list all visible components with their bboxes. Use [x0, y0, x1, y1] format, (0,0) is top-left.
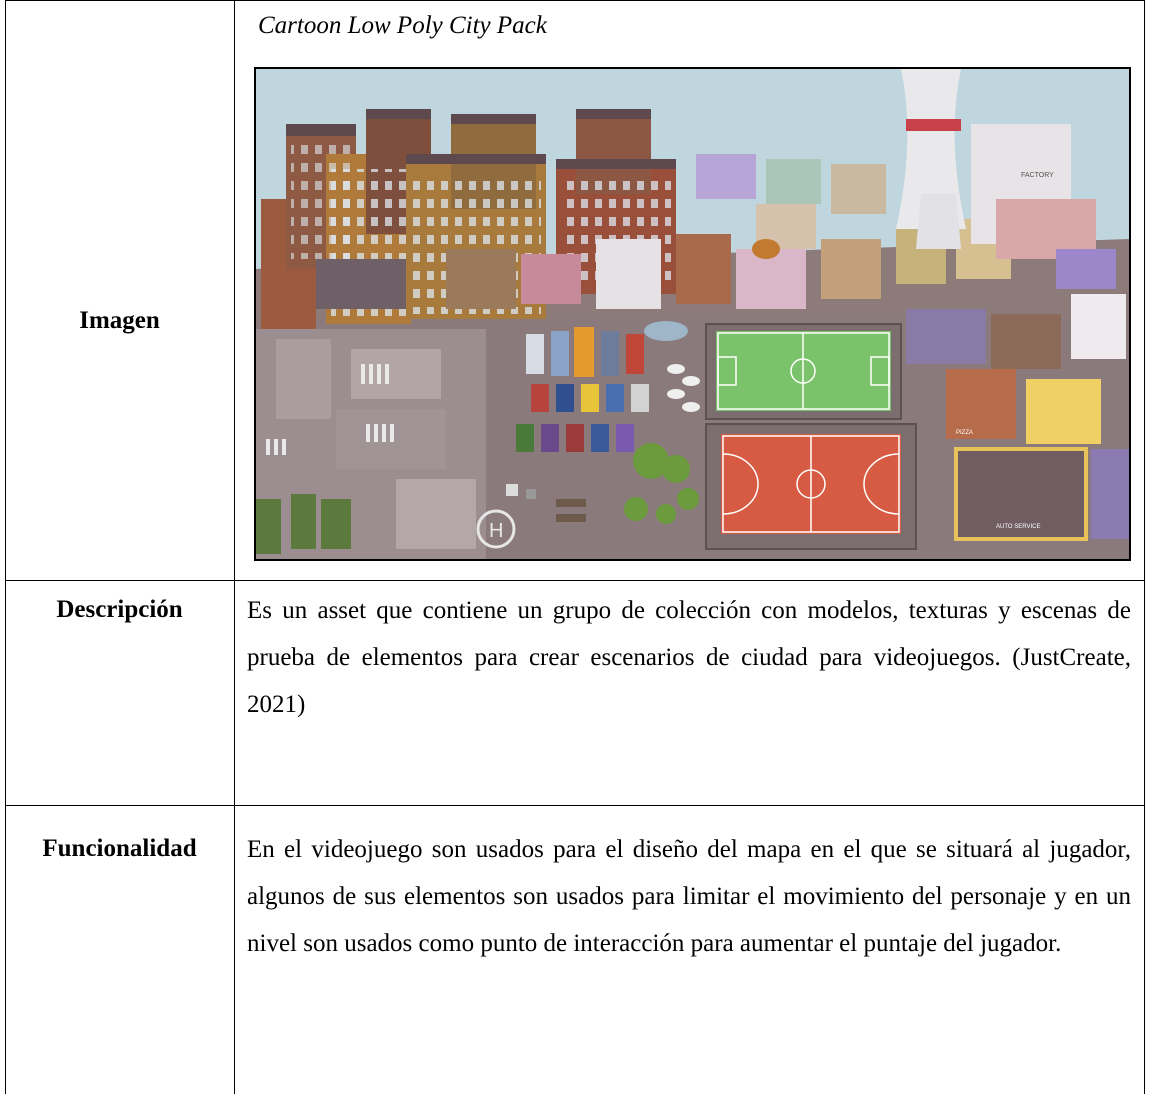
row-divider-2: [5, 805, 1145, 806]
descripcion-text: Es un asset que contiene un grupo de col…: [247, 597, 1131, 718]
factory-sign: FACTORY: [1021, 172, 1054, 179]
pizza-sign: PIZZA: [956, 430, 973, 436]
city-pack-image: FACTORY PIZZA AUTO SERVICE: [254, 67, 1131, 561]
imagen-label: Imagen: [79, 307, 160, 334]
table-column-divider: [234, 0, 235, 1094]
descripcion-label: Descripción: [56, 596, 183, 623]
helipad-sign: H: [489, 520, 503, 542]
table-right-border: [1144, 0, 1145, 1094]
table-left-border: [5, 0, 6, 1094]
funcionalidad-label: Funcionalidad: [42, 835, 197, 862]
auto-service-sign: AUTO SERVICE: [996, 524, 1040, 530]
row-divider-1: [5, 580, 1145, 581]
table-top-border: [5, 0, 1145, 1]
image-caption: Cartoon Low Poly City Pack: [258, 12, 547, 39]
funcionalidad-text: En el videojuego son usados para el dise…: [247, 836, 1131, 957]
